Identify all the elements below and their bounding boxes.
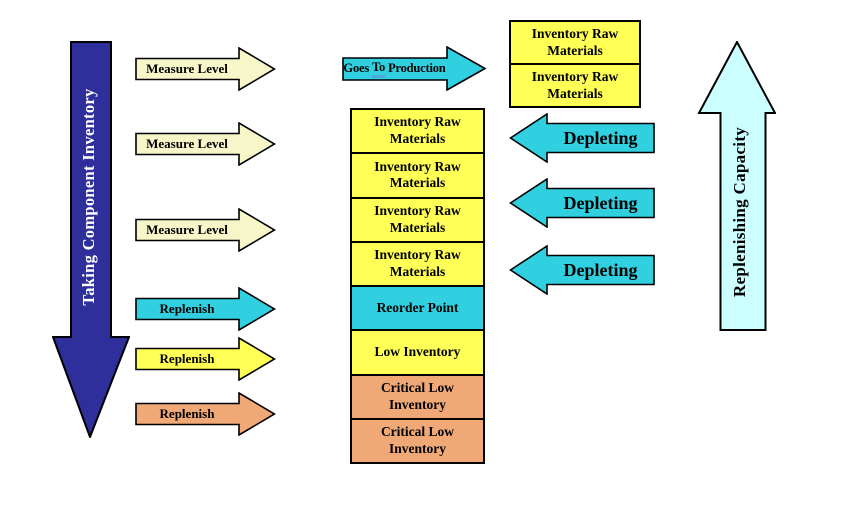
goes-to-production-arrow: Goes To Production: [342, 46, 486, 91]
right-arrow-shape: [135, 337, 276, 381]
replenishing-capacity-arrow: [697, 41, 776, 331]
right-arrow-shape: [135, 208, 276, 252]
critical-low-inventory-box: Critical Low Inventory: [352, 373, 483, 418]
inventory-raw-materials-box: Inventory Raw Materials: [511, 22, 639, 63]
left-arrow-shape: [509, 113, 655, 163]
inventory-raw-materials-box: Inventory Raw Materials: [352, 196, 483, 241]
left-arrow-shape: [509, 245, 655, 295]
down-arrow-shape: [52, 41, 130, 438]
up-arrow-icon: [697, 41, 776, 331]
low-inventory-box: Low Inventory: [352, 329, 483, 374]
main-inventory-stack: Inventory Raw Materials Inventory Raw Ma…: [350, 108, 485, 464]
left-arrow-icon: [509, 245, 655, 295]
right-arrow-shape: [135, 122, 276, 166]
down-arrow-icon: [52, 41, 130, 438]
left-arrow-shape: [509, 178, 655, 228]
right-arrow-icon: [135, 47, 276, 91]
replenish-arrow-yellow: Replenish: [135, 337, 276, 381]
inventory-raw-materials-box: Inventory Raw Materials: [352, 152, 483, 197]
right-arrow-icon: [135, 337, 276, 381]
right-arrow-icon: [135, 392, 276, 436]
reorder-point-box: Reorder Point: [352, 285, 483, 330]
depleting-arrow-3: Depleting: [509, 245, 655, 295]
measure-level-arrow-3: Measure Level: [135, 208, 276, 252]
right-arrow-shape: [135, 47, 276, 91]
taking-component-inventory-arrow: [52, 41, 130, 438]
replenish-arrow-cyan: Replenish: [135, 287, 276, 331]
right-arrow-icon: [135, 122, 276, 166]
left-arrow-icon: [509, 113, 655, 163]
up-arrow-shape: [697, 41, 776, 331]
right-arrow-icon: [342, 46, 486, 91]
right-arrow-icon: [135, 287, 276, 331]
replenish-arrow-orange: Replenish: [135, 392, 276, 436]
measure-level-arrow-1: Measure Level: [135, 47, 276, 91]
right-arrow-shape: [135, 392, 276, 436]
right-arrow-shape: [135, 287, 276, 331]
right-arrow-shape: [342, 46, 486, 91]
top-right-inventory-stack: Inventory Raw Materials Inventory Raw Ma…: [509, 20, 641, 108]
depleting-arrow-1: Depleting: [509, 113, 655, 163]
inventory-raw-materials-box: Inventory Raw Materials: [352, 240, 483, 285]
inventory-raw-materials-box: Inventory Raw Materials: [352, 110, 483, 153]
left-arrow-icon: [509, 178, 655, 228]
inventory-raw-materials-box: Inventory Raw Materials: [511, 63, 639, 106]
right-arrow-icon: [135, 208, 276, 252]
depleting-arrow-2: Depleting: [509, 178, 655, 228]
critical-low-inventory-box: Critical Low Inventory: [352, 417, 483, 462]
measure-level-arrow-2: Measure Level: [135, 122, 276, 166]
